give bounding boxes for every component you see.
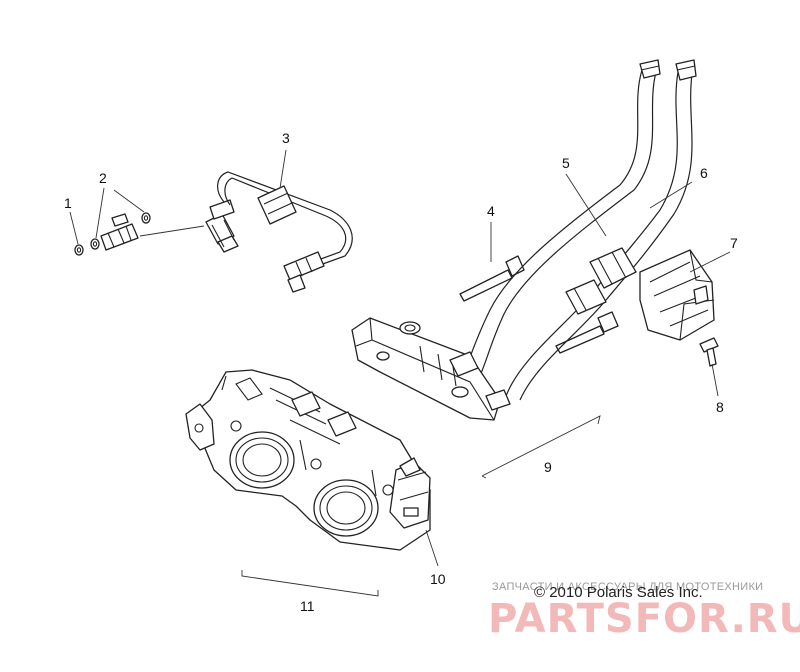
watermark-brand: PARTSFOR.RU: [488, 596, 800, 642]
callout-label-8: 8: [716, 399, 724, 415]
small-bolt-part-8: [699, 337, 719, 367]
long-bolt-part-4: [459, 255, 525, 302]
callout-label-2: 2: [99, 170, 107, 186]
regulator-bracket-part-7: [639, 249, 715, 341]
rail-bolt: [555, 311, 619, 354]
injector-harness-part-3: [205, 171, 353, 293]
leader-lines: [69, 149, 731, 597]
throttle-body-part-11: [185, 369, 431, 551]
callout-label-5: 5: [562, 155, 570, 171]
callout-label-10: 10: [430, 571, 446, 587]
fuel-hose-part-6: [505, 59, 697, 401]
throttle-sensor-part-10: [389, 457, 431, 529]
fuel-injector-part-2: [90, 212, 151, 251]
callout-label-7: 7: [730, 235, 738, 251]
watermark-tagline: ЗАПЧАСТИ И АКСЕССУАРЫ ДЛЯ МОТОТЕХНИКИ: [492, 581, 763, 593]
callout-label-9: 9: [544, 459, 552, 475]
hose-fittings: [565, 247, 637, 315]
callout-label-4: 4: [487, 203, 495, 219]
callout-label-3: 3: [282, 130, 290, 146]
o-ring-part-1: [74, 244, 84, 256]
copyright-notice: © 2010 Polaris Sales Inc.: [534, 584, 703, 601]
callout-label-11: 11: [300, 598, 315, 614]
fuel-hose-part-5: [461, 59, 661, 381]
callout-label-6: 6: [700, 165, 708, 181]
callout-label-1: 1: [64, 195, 72, 211]
fuel-rail-assembly: [351, 317, 511, 421]
